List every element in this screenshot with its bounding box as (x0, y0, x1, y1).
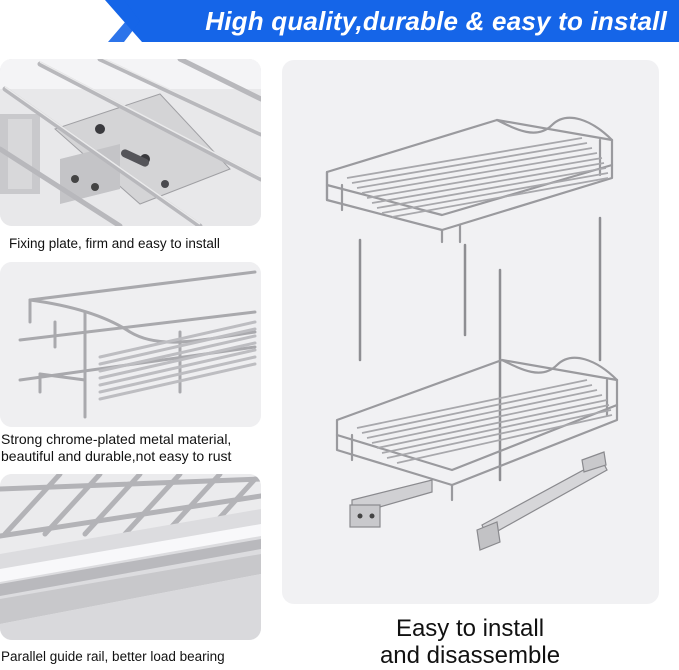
banner-title: High quality,durable & easy to install (205, 6, 667, 36)
chrome-material-caption-line1: Strong chrome-plated metal material, (1, 431, 232, 447)
guide-rail-illustration (0, 474, 261, 640)
fixing-plate-image (0, 59, 261, 226)
main-caption-line2: and disassemble (379, 642, 561, 669)
guide-rail-caption: Parallel guide rail, better load bearing (1, 649, 225, 664)
fixing-plate-caption: Fixing plate, firm and easy to install (9, 236, 220, 251)
chrome-material-image (0, 262, 261, 427)
two-tier-basket-illustration (325, 116, 619, 551)
guide-rail-image (0, 474, 261, 640)
main-product-image (282, 60, 659, 604)
chrome-material-caption-line2: beautiful and durable,not easy to rust (1, 448, 232, 464)
header-banner: High quality,durable & easy to install (0, 0, 679, 42)
main-caption-line1: Easy to install (395, 615, 545, 642)
fixing-plate-illustration (0, 59, 261, 226)
banner-background (105, 0, 679, 42)
wire-basket-illustration (0, 262, 261, 427)
